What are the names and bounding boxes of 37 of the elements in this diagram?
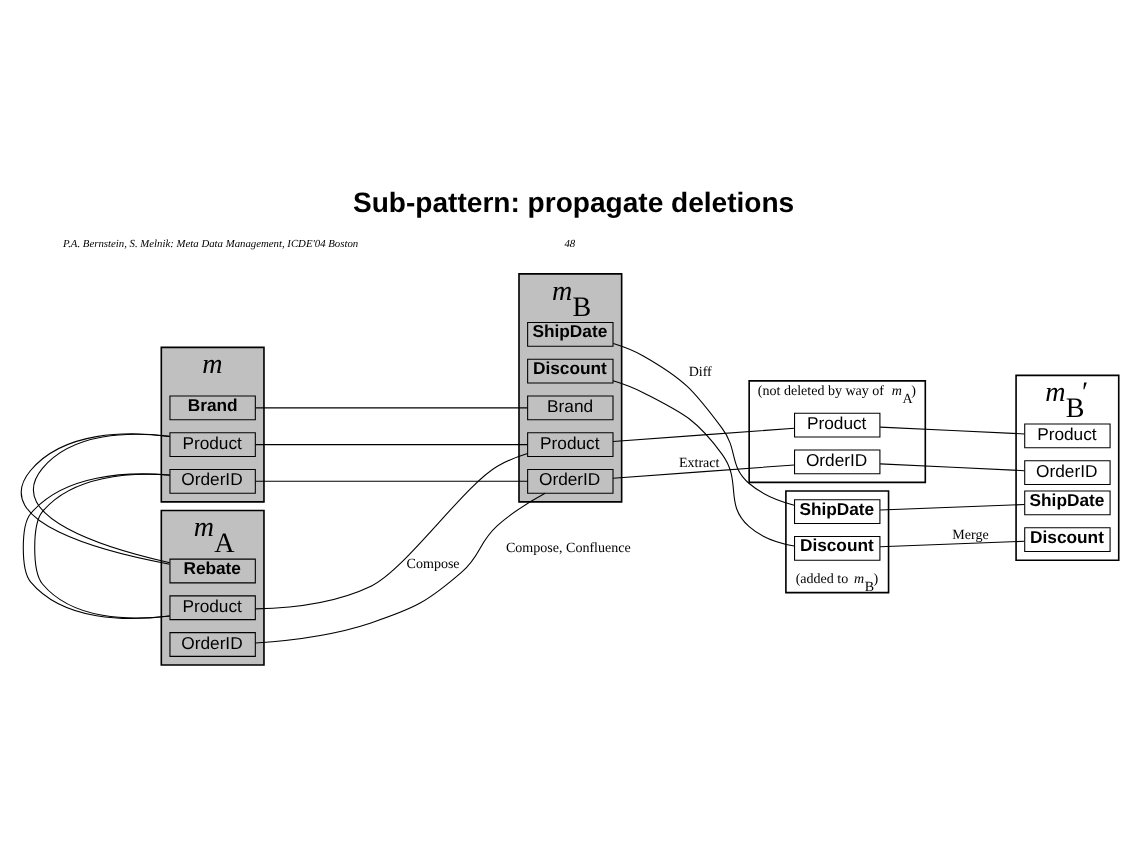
node-box: Product [169,432,256,457]
connector [255,444,529,446]
node-box: OrderID [527,468,614,494]
connector [254,492,546,644]
node-box: Product [169,595,256,621]
node-box: ShipDate [1024,490,1111,516]
node-box: Product [1024,423,1111,449]
node-box: ShipDate [527,321,614,347]
diagram-title: Sub-pattern: propagate deletions [353,186,795,219]
connector [255,407,529,409]
node-box: Discount [794,535,881,561]
cluster [785,490,890,594]
connector [22,473,171,619]
connector [879,504,1025,511]
cluster [748,380,927,484]
node-box: Discount [527,358,614,384]
node-box: ShipDate [794,499,881,524]
node-box: Product [794,412,881,438]
node-box: OrderID [169,632,256,657]
node-box: OrderID [169,468,256,494]
connector [20,433,171,565]
connector [255,480,529,482]
connector [612,343,795,506]
node-box: Brand [169,395,256,421]
node-box: Product [527,432,614,457]
node-box: OrderID [794,449,881,475]
connector [254,453,529,610]
connector [879,463,1025,472]
node-box: Brand [527,395,614,421]
connector [612,464,795,479]
connector [612,380,795,547]
connector [612,427,795,443]
connector [879,540,1025,548]
connector [879,426,1025,435]
node-box: Discount [1024,527,1111,553]
node-box: Rebate [169,558,256,584]
node-box: OrderID [1024,460,1111,486]
